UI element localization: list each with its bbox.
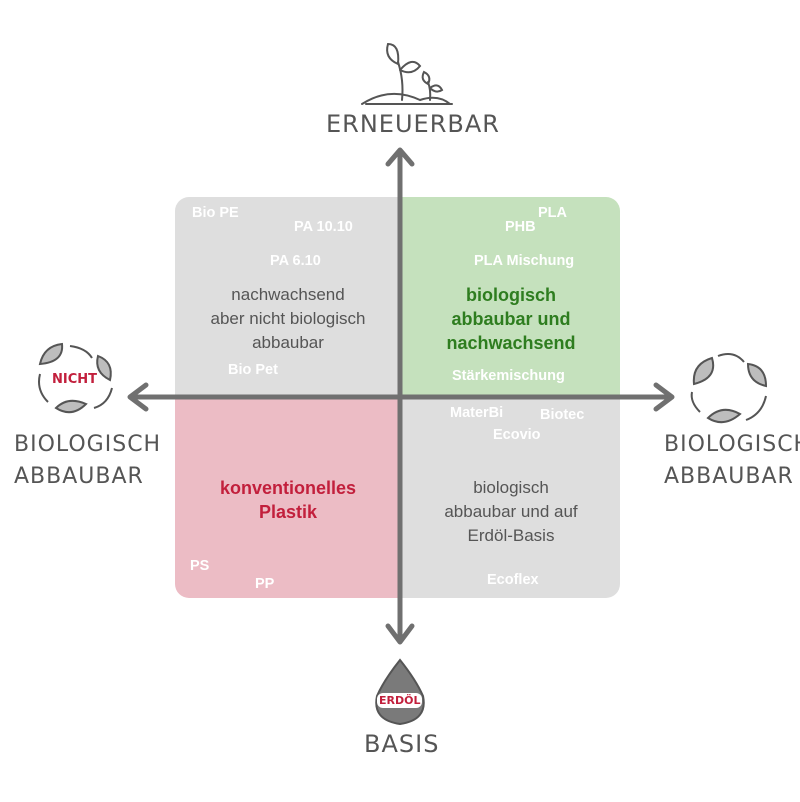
axis-label-not-badge: NICHT bbox=[52, 372, 98, 387]
quadrant-conventional-plastic bbox=[175, 395, 400, 598]
axis-label-basis: BASIS bbox=[364, 730, 440, 758]
material-bio-pe: Bio PE bbox=[192, 205, 239, 221]
quadrant-renewable-not-biodegradable bbox=[175, 197, 400, 395]
arrow-up-icon bbox=[385, 147, 415, 167]
material-materbi: MaterBi bbox=[450, 405, 504, 421]
material-staerkemischung: Stärkemischung bbox=[452, 368, 565, 384]
oil-drop-icon bbox=[375, 658, 425, 726]
axis-label-left-line1: BIOLOGISCH bbox=[14, 432, 162, 457]
arrow-right-icon bbox=[653, 382, 675, 412]
material-pp: PP bbox=[255, 576, 275, 592]
material-bio-pet: Bio Pet bbox=[228, 362, 278, 378]
material-ps: PS bbox=[190, 558, 210, 574]
material-pa-6-10: PA 6.10 bbox=[270, 253, 321, 269]
quadrant-renewable-biodegradable bbox=[400, 197, 620, 395]
material-ecoflex: Ecoflex bbox=[487, 572, 539, 588]
material-ecovio: Ecovio bbox=[493, 427, 541, 443]
oil-drop-label: ERDÖL bbox=[377, 693, 423, 708]
quadrant-oil-based-biodegradable bbox=[400, 395, 620, 598]
material-pla: PLA bbox=[538, 205, 567, 221]
recycle-leaves-icon-right bbox=[690, 353, 768, 424]
quadrant-label-bottom-left: konventionelles Plastik bbox=[219, 478, 357, 522]
quadrant-label-top-right: biologisch abbaubar und nachwachsend bbox=[446, 285, 576, 353]
arrow-left-icon bbox=[127, 382, 149, 412]
sprout-icon bbox=[361, 42, 453, 105]
axis-label-left-line2: ABBAUBAR bbox=[14, 464, 144, 489]
axis-label-right-line2: ABBAUBAR bbox=[664, 464, 794, 489]
axes bbox=[127, 147, 675, 645]
axis-label-renewable: ERNEUERBAR bbox=[326, 110, 500, 138]
recycle-leaves-icon-left bbox=[38, 342, 113, 414]
arrow-down-icon bbox=[385, 623, 415, 645]
material-pla-mischung: PLA Mischung bbox=[474, 253, 575, 269]
material-pa-10-10: PA 10.10 bbox=[294, 219, 353, 235]
axis-label-right-line1: BIOLOGISCH bbox=[664, 432, 800, 457]
quadrant-label-bottom-right: biologisch abbaubar und auf Erdöl-Basis bbox=[444, 478, 578, 545]
quadrant-label-top-left: nachwachsend aber nicht biologisch abbau… bbox=[210, 285, 366, 352]
material-phb: PHB bbox=[505, 219, 536, 235]
material-biotec: Biotec bbox=[540, 407, 585, 423]
